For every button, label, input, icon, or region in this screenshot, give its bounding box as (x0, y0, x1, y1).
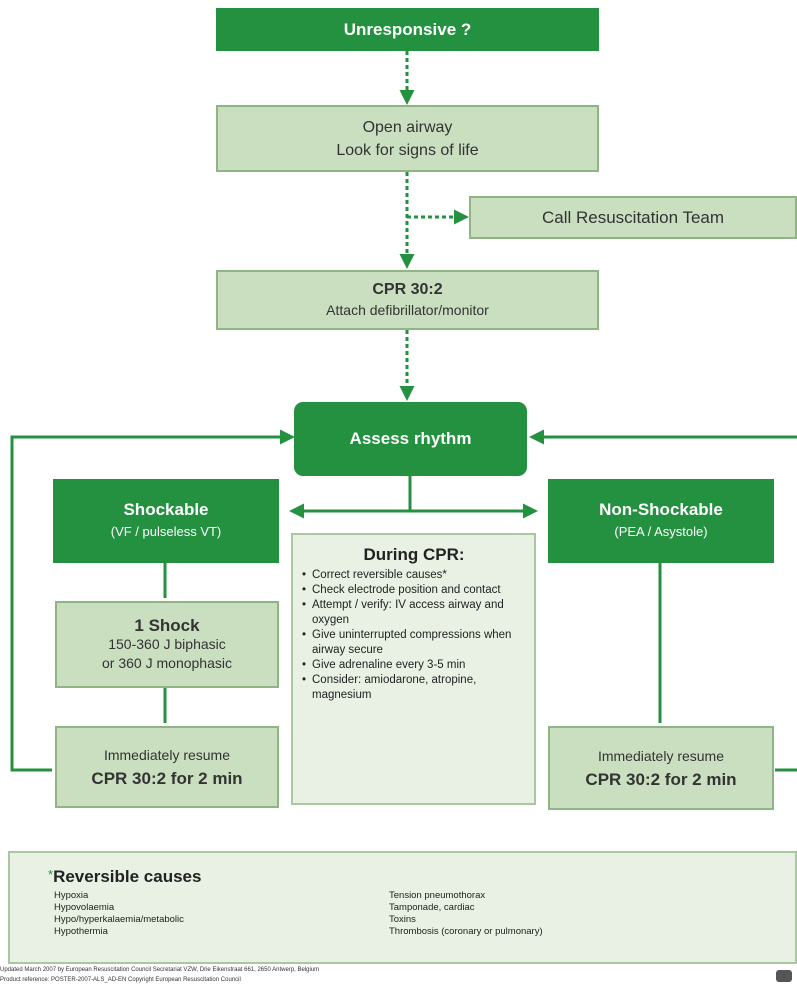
reversible-cause: Hypo/hyperkalaemia/metabolic (54, 914, 184, 925)
during-cpr-list: Correct reversible causes* Check electro… (302, 568, 526, 703)
unresponsive-label: Unresponsive ? (343, 19, 472, 39)
non-shockable-title: Non-Shockable (599, 500, 723, 519)
reversible-title: Reversible causes (53, 867, 202, 886)
assess-rhythm-label: Assess rhythm (349, 429, 472, 448)
during-cpr-item: Give adrenaline every 3-5 min (302, 658, 526, 673)
footer-line2: Product reference: POSTER-2007-ALS_AD-EN… (0, 977, 241, 983)
open-airway-box: Open airway Look for signs of life (216, 105, 599, 172)
unresponsive-box: Unresponsive ? (216, 8, 599, 51)
footer-line1: Updated March 2007 by European Resuscita… (0, 967, 320, 973)
resume-right-box: Immediately resume CPR 30:2 for 2 min (548, 726, 774, 810)
reversible-star: * (48, 867, 54, 882)
reversible-left-col: Hypoxia Hypovolaemia Hypo/hyperkalaemia/… (48, 890, 389, 938)
reversible-cause: Hypovolaemia (54, 902, 115, 913)
call-team-label: Call Resuscitation Team (541, 207, 725, 227)
during-cpr-item: Give uninterrupted compressions when air… (302, 628, 526, 658)
open-airway-line1: Open airway (362, 118, 453, 136)
resume-right-line1: Immediately resume (597, 748, 725, 764)
shockable-box: Shockable (VF / pulseless VT) (53, 479, 279, 563)
call-team-box: Call Resuscitation Team (469, 196, 797, 239)
shock-title: 1 Shock (134, 616, 200, 635)
shockable-subtitle: (VF / pulseless VT) (110, 524, 222, 539)
resume-right-line2: CPR 30:2 for 2 min (585, 770, 737, 789)
reversible-cause: Thrombosis (coronary or pulmonary) (389, 926, 543, 937)
during-cpr-item: Correct reversible causes* (302, 568, 526, 583)
reversible-cause: Tamponade, cardiac (389, 902, 475, 913)
reversible-cause: Toxins (389, 914, 416, 925)
non-shockable-subtitle: (PEA / Asystole) (614, 524, 708, 539)
reversible-right-col: Tension pneumothorax Tamponade, cardiac … (389, 890, 543, 938)
non-shockable-box: Non-Shockable (PEA / Asystole) (548, 479, 774, 563)
erc-logo-icon (776, 970, 792, 982)
cpr-initial-title: CPR 30:2 (372, 281, 443, 298)
resume-left-line1: Immediately resume (103, 747, 231, 763)
during-cpr-item: Check electrode position and contact (302, 583, 526, 598)
shockable-title: Shockable (123, 500, 209, 519)
open-airway-line2: Look for signs of life (336, 141, 479, 159)
shock-box: 1 Shock 150-360 J biphasic or 360 J mono… (55, 601, 279, 688)
during-cpr-box: During CPR: Correct reversible causes* C… (291, 533, 536, 805)
during-cpr-item: Consider: amiodarone, atropine, magnesiu… (302, 673, 526, 703)
cpr-initial-box: CPR 30:2 Attach defibrillator/monitor (216, 270, 599, 330)
during-cpr-item: Attempt / verify: IV access airway and o… (302, 598, 526, 628)
reversible-title-row: * Reversible causes (48, 867, 201, 887)
reversible-cause: Hypothermia (54, 926, 108, 937)
cpr-initial-subtitle: Attach defibrillator/monitor (326, 302, 489, 318)
resume-left-line2: CPR 30:2 for 2 min (91, 769, 243, 788)
reversible-causes-box: * Reversible causes Hypoxia Hypovolaemia… (8, 851, 797, 964)
shock-line2: or 360 J monophasic (102, 655, 232, 671)
reversible-cause: Hypoxia (54, 890, 89, 901)
shock-line1: 150-360 J biphasic (108, 636, 226, 652)
assess-rhythm-box: Assess rhythm (294, 402, 527, 476)
reversible-cause: Tension pneumothorax (389, 890, 486, 901)
during-cpr-title: During CPR: (363, 545, 465, 564)
reversible-columns: Hypoxia Hypovolaemia Hypo/hyperkalaemia/… (48, 890, 543, 938)
loop-left (10, 429, 295, 772)
resume-left-box: Immediately resume CPR 30:2 for 2 min (55, 726, 279, 808)
